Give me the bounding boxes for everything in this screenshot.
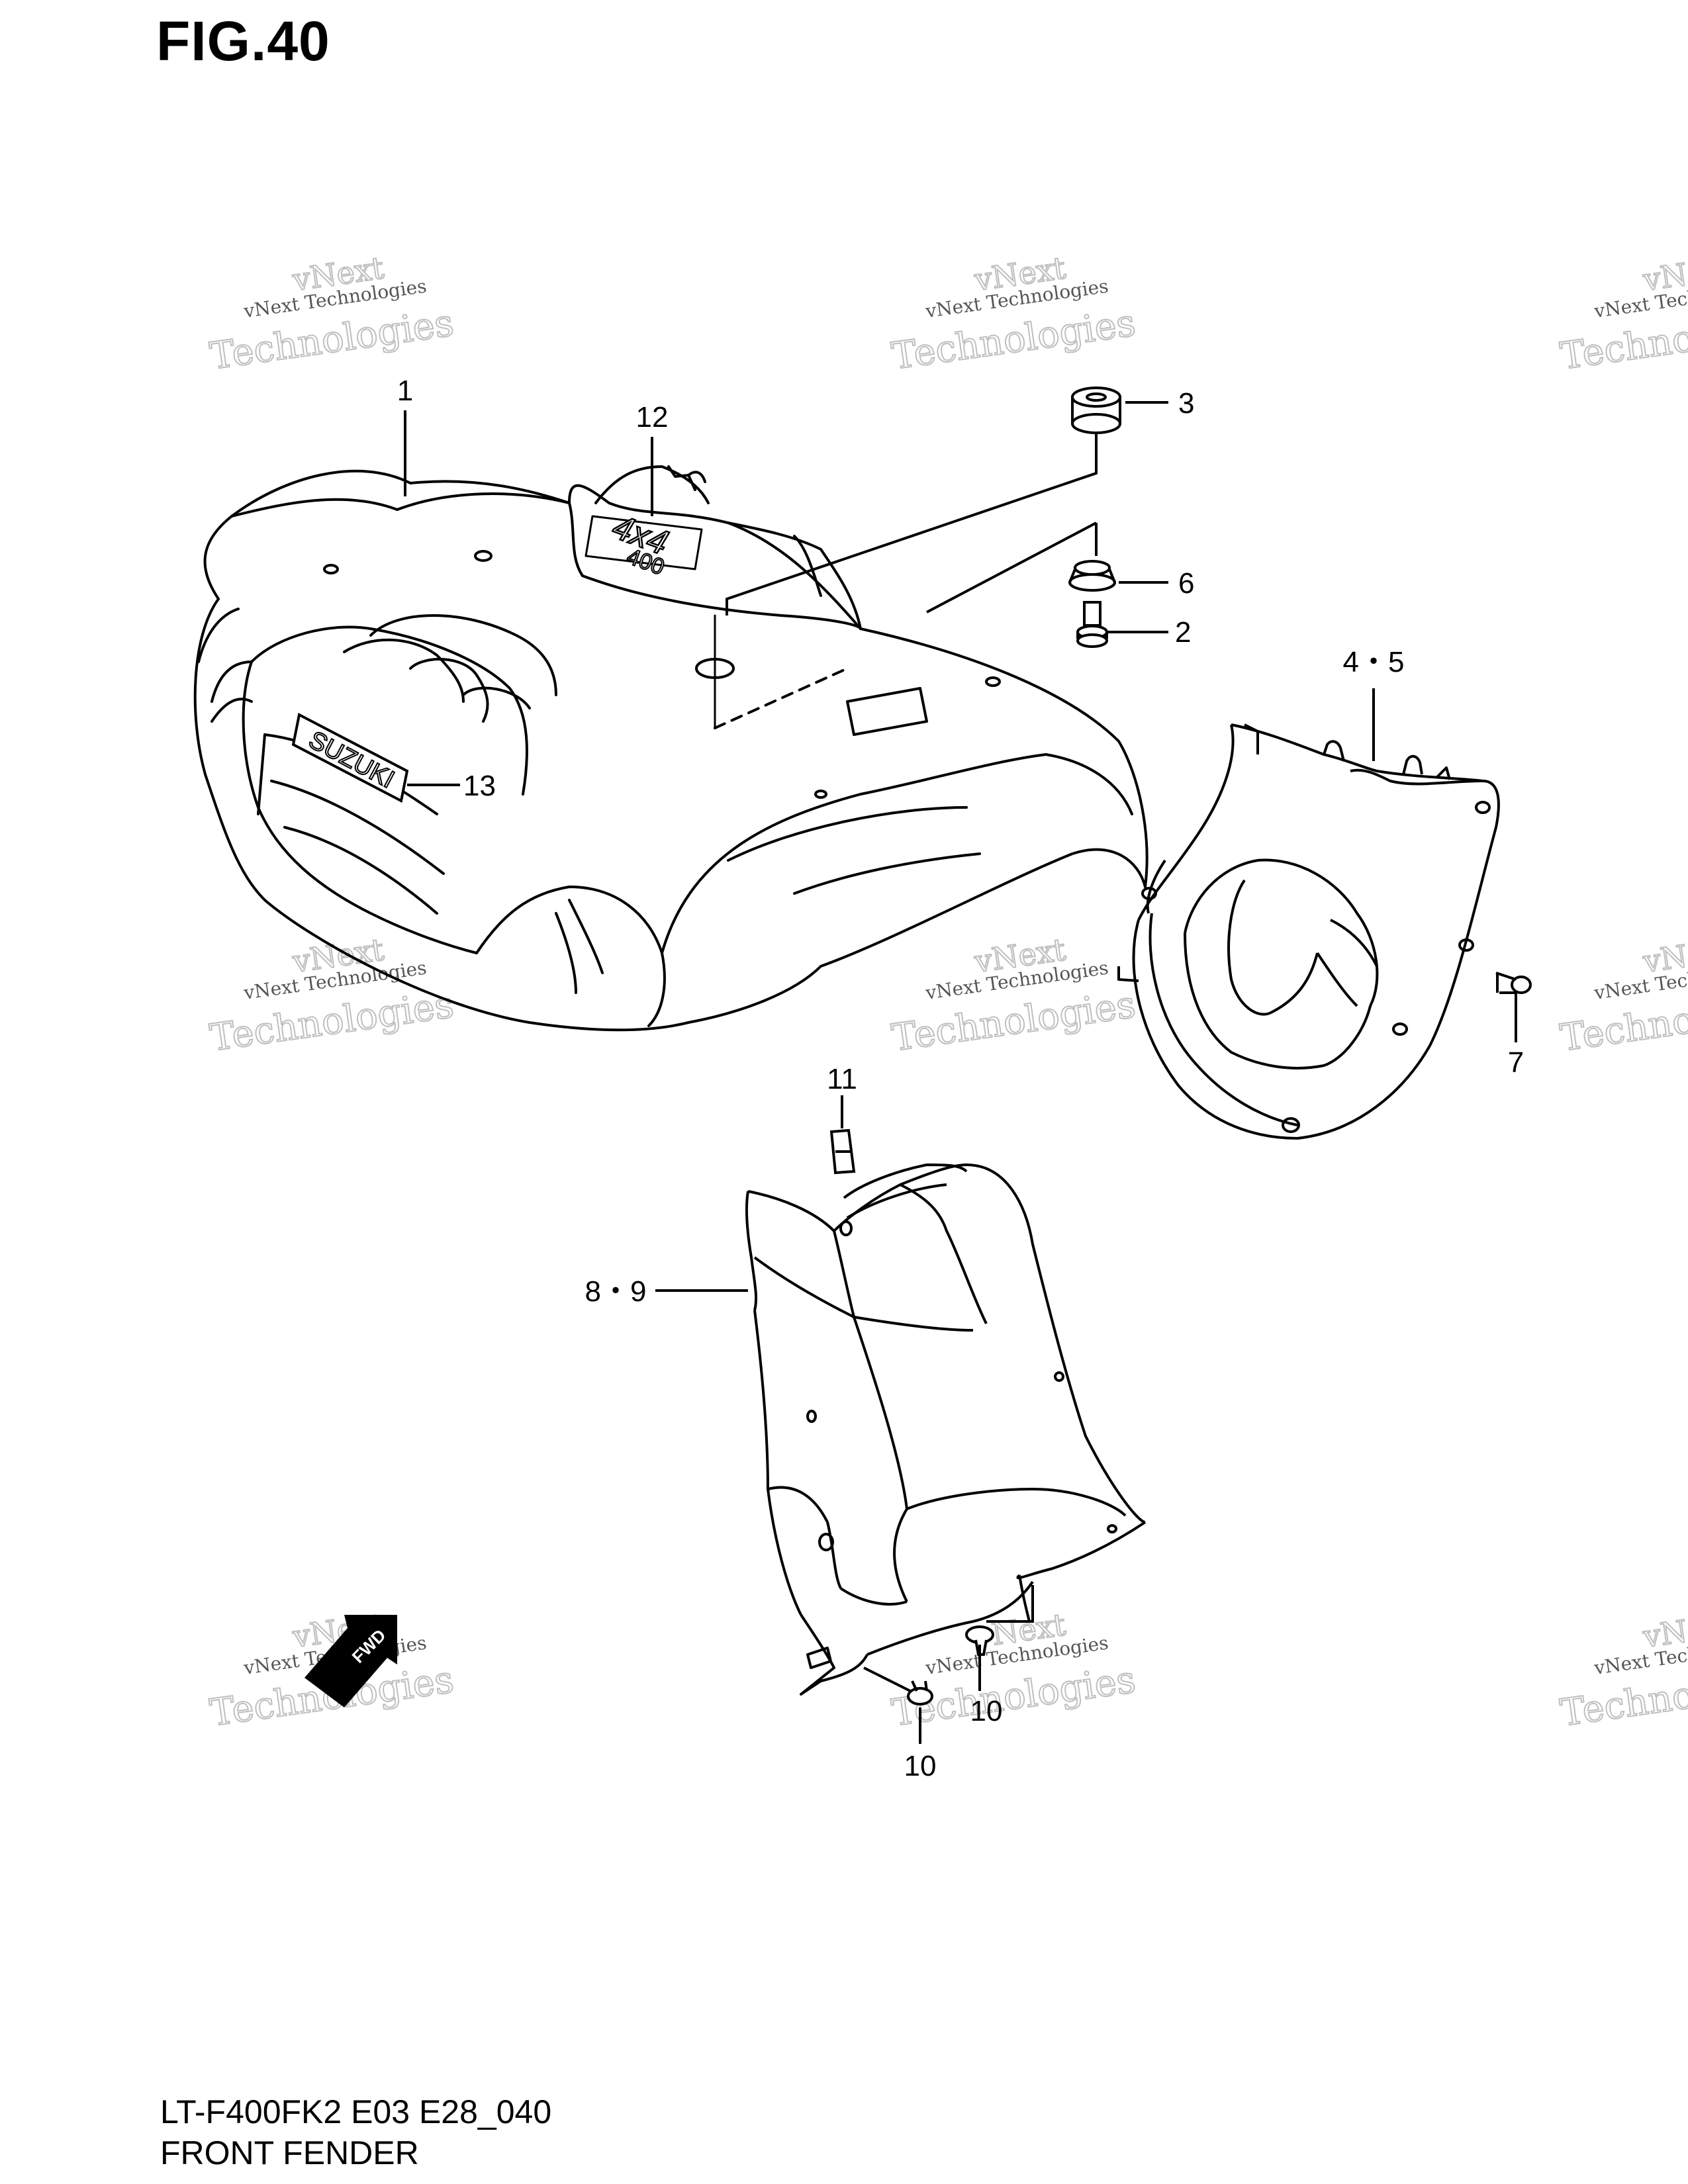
nut-part bbox=[1068, 560, 1116, 592]
callout-10-lower: 10 bbox=[904, 1750, 937, 1782]
callout-8-9: 8・9 bbox=[585, 1275, 647, 1308]
callout-12: 12 bbox=[636, 401, 669, 433]
callout-1: 1 bbox=[397, 375, 413, 407]
front-fender-body bbox=[193, 465, 1149, 1032]
callout-10-right: 10 bbox=[970, 1695, 1003, 1727]
suzuki-emblem: SUZUKI bbox=[291, 712, 409, 803]
emblem-4x4-text: 4x4 bbox=[608, 508, 673, 563]
leader-lines bbox=[404, 401, 1517, 1744]
side-panel-part bbox=[1117, 723, 1500, 1140]
four-by-four-emblem: 4x4 400 bbox=[607, 507, 674, 581]
callout-4-5: 4・5 bbox=[1343, 646, 1405, 678]
grommet-part bbox=[1071, 387, 1121, 434]
model-code: LT-F400FK2 E03 E28_040 bbox=[160, 2093, 552, 2130]
callout-2: 2 bbox=[1175, 616, 1191, 649]
callout-labels: 1 12 3 6 2 4・5 13 7 11 8・9 10 10 bbox=[397, 375, 1524, 1782]
figure-name: FRONT FENDER bbox=[160, 2134, 419, 2171]
bolt-part bbox=[1076, 601, 1108, 648]
screw-part bbox=[1495, 972, 1532, 994]
callout-3: 3 bbox=[1178, 387, 1194, 420]
clip-part bbox=[829, 1128, 856, 1175]
callout-13: 13 bbox=[463, 770, 496, 802]
mud-guard-part bbox=[745, 1163, 1147, 1696]
forward-direction-arrow: FWD bbox=[305, 1615, 397, 1707]
callout-11: 11 bbox=[827, 1063, 857, 1095]
figure-title: FIG.40 bbox=[156, 10, 330, 72]
screw-part-lower bbox=[907, 1625, 994, 1706]
callout-6: 6 bbox=[1178, 567, 1194, 600]
callout-7: 7 bbox=[1508, 1046, 1524, 1079]
